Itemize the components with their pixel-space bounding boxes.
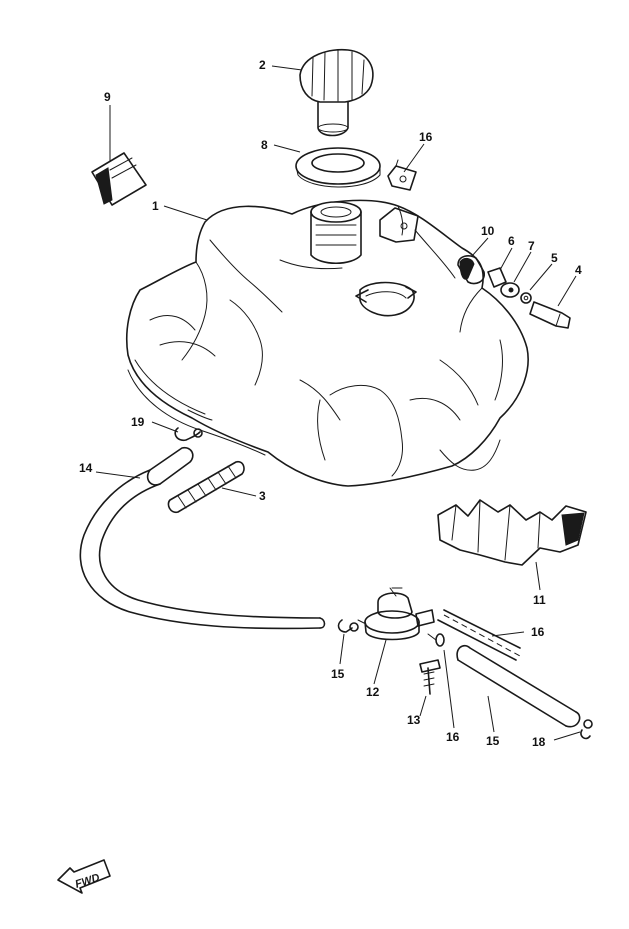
callout-14: 14 bbox=[79, 461, 93, 475]
callout-8: 8 bbox=[261, 138, 268, 152]
fuel-cock-screw bbox=[419, 659, 441, 695]
fuel-tank bbox=[125, 199, 529, 487]
tank-damper bbox=[437, 499, 587, 566]
callout-16-right: 18 bbox=[532, 735, 546, 749]
fuel-cap bbox=[299, 48, 374, 137]
callout-4: 4 bbox=[575, 263, 582, 277]
fuel-hose-short bbox=[456, 644, 581, 728]
caution-label bbox=[91, 152, 147, 206]
callout-7: 7 bbox=[528, 239, 535, 253]
hose-clip-center bbox=[427, 633, 445, 647]
callout-16-left: 15 bbox=[331, 667, 345, 681]
callout-18: 16 bbox=[419, 130, 433, 144]
callout-6: 6 bbox=[508, 234, 515, 248]
breather-hose bbox=[437, 609, 521, 661]
callout-labels: 2 8 9 1 16 10 6 7 5 4 19 14 3 11 16 15 1… bbox=[79, 58, 582, 749]
hose-clip-right bbox=[580, 719, 593, 740]
fuel-strainer bbox=[167, 460, 245, 514]
cap-gasket bbox=[295, 147, 381, 188]
fwd-label: FWD bbox=[74, 872, 102, 891]
callout-10: 10 bbox=[481, 224, 495, 238]
hose-clip-left bbox=[337, 619, 367, 633]
fuel-hose-main bbox=[79, 446, 326, 630]
callout-13: 13 bbox=[407, 713, 421, 727]
fuel-cock bbox=[364, 587, 435, 641]
mount-bolt-assembly bbox=[457, 255, 571, 329]
callout-19: 19 bbox=[131, 415, 145, 429]
callout-12: 12 bbox=[366, 685, 380, 699]
leader-lines bbox=[95, 65, 581, 741]
callout-3: 3 bbox=[259, 489, 266, 503]
forward-direction-marker: FWD bbox=[57, 859, 111, 894]
callout-9: 9 bbox=[104, 90, 111, 104]
hose-clip-upper bbox=[174, 427, 203, 442]
callout-1: 1 bbox=[152, 199, 159, 213]
stay-bracket bbox=[387, 159, 417, 191]
callout-5: 5 bbox=[551, 251, 558, 265]
callout-15: 15 bbox=[486, 734, 500, 748]
callout-11: 11 bbox=[533, 593, 546, 607]
callout-17: 16 bbox=[531, 625, 545, 639]
callout-2: 2 bbox=[259, 58, 266, 72]
callout-16-center: 16 bbox=[446, 730, 460, 744]
